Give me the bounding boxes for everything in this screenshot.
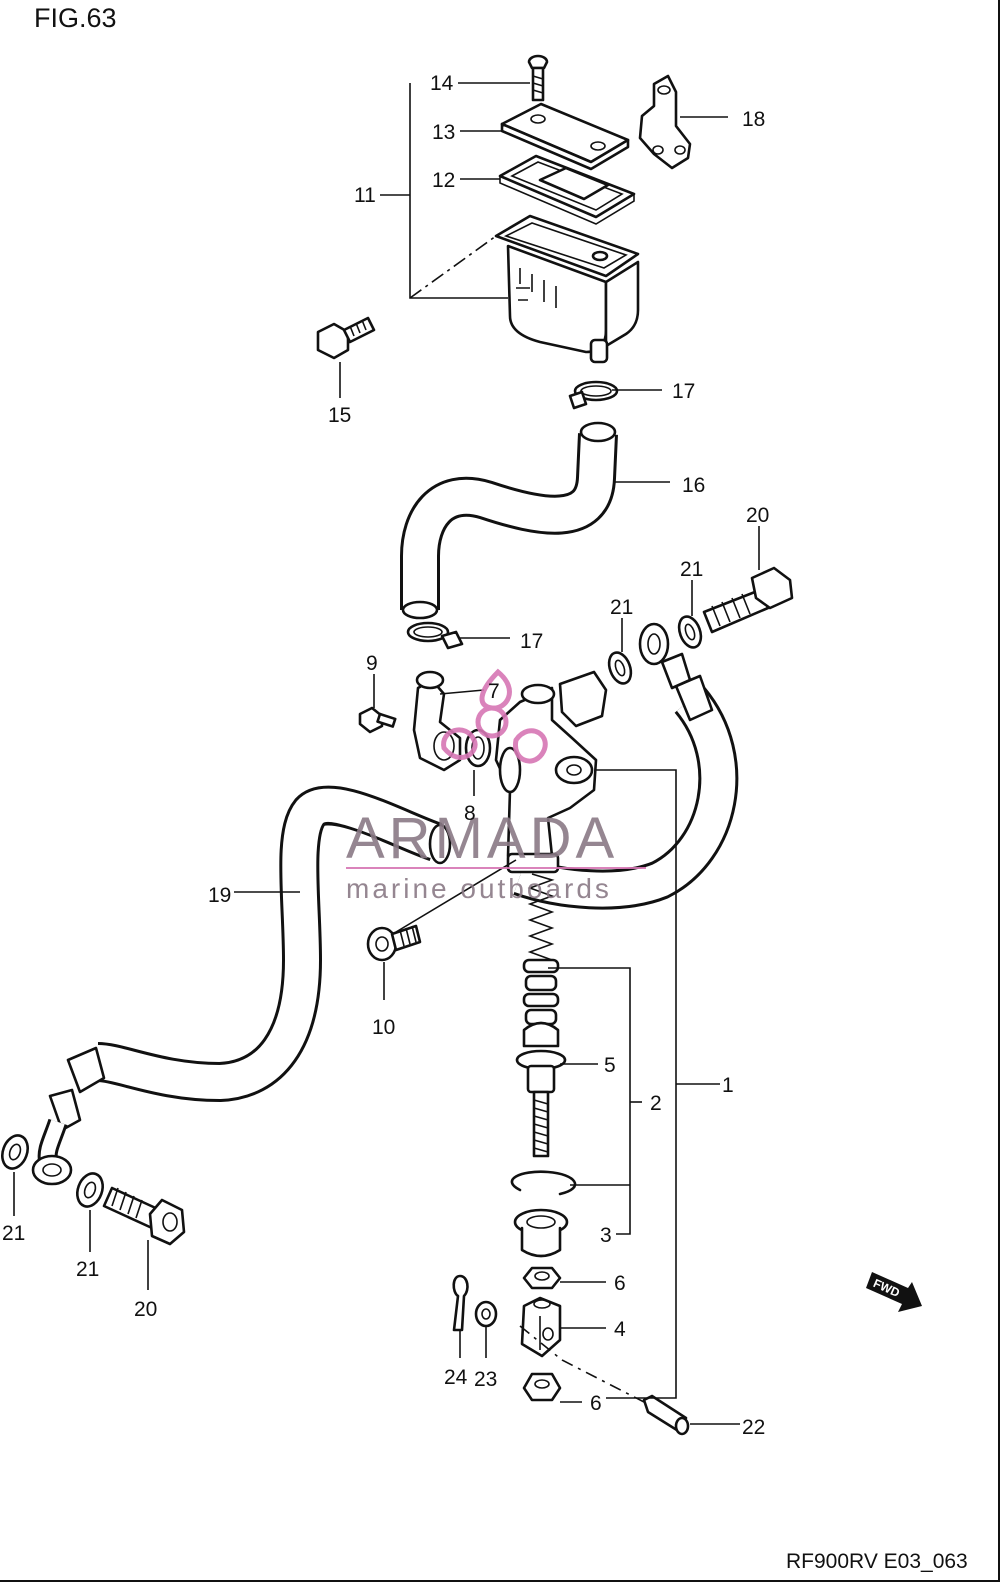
part-6-nut-lower [522,1372,562,1402]
callout-5: 5 [604,1054,616,1077]
watermark-tagline: marine outboards [346,873,612,904]
callout-11: 11 [354,184,376,207]
fwd-direction-badge: FWD [866,1272,922,1312]
part-16-hose [400,421,618,620]
part-7-elbow [412,670,462,772]
part-14-screw [527,54,549,102]
part-24-cotter-pin [452,1274,469,1332]
callout-20-lower: 20 [134,1298,157,1321]
footer-code: RF900RV E03_063 [786,1550,968,1573]
callout-3: 3 [600,1224,612,1247]
part-20-banjo-bolt-upper [621,526,794,652]
part-21-washer-b [677,615,703,649]
callout-19: 19 [208,884,231,907]
callout-21-c: 21 [2,1222,25,1245]
part-2-piston-assembly [522,873,560,1048]
part-1-master-cylinder [494,670,608,874]
callout-4: 4 [614,1318,626,1341]
callout-18: 18 [742,108,765,131]
figure-title: FIG.63 [34,3,117,33]
callout-10: 10 [372,1016,395,1039]
callout-12: 12 [432,169,455,192]
part-18-bracket [638,74,692,170]
circlip [510,1170,577,1196]
part-10-bolt [366,859,517,1000]
callout-15: 15 [328,404,351,427]
part-13-cap [500,102,630,171]
callout-24: 24 [444,1366,468,1389]
callout-8: 8 [464,802,476,825]
part-3-boot [513,1208,569,1258]
part-21-washer-d [76,1172,104,1208]
part-17-clamp-upper [568,380,619,410]
callout-23: 23 [474,1368,497,1391]
watermark-name: ARMADA [346,806,618,871]
callout-2: 2 [650,1092,662,1115]
part-5-push-rod [515,1049,567,1158]
part-6-nut-upper [522,1266,562,1290]
part-19-hose [31,785,452,1186]
callout-17-upper: 17 [672,380,695,403]
callout-14: 14 [430,72,454,95]
callout-21-a: 21 [680,558,703,581]
part-9-screw [358,674,397,734]
watermark-logo-icon [441,668,548,764]
callout-22: 22 [742,1416,765,1439]
part-23-washer [474,1300,498,1328]
callout-20-upper: 20 [746,504,769,527]
part-21-washer-a [607,651,633,685]
watermark: ARMADA marine outboards [346,668,646,904]
part-4-clevis [520,1296,562,1358]
hose-right-banjo [513,622,739,910]
part-22-pin [642,1394,690,1436]
callout-21-b: 21 [610,596,633,619]
callout-labels: 1 2 3 4 5 6 6 7 8 9 10 11 12 13 14 15 16… [2,72,769,1439]
callout-9: 9 [366,652,378,675]
callout-21-d: 21 [76,1258,99,1281]
callout-13: 13 [432,121,455,144]
callout-6-upper: 6 [614,1272,626,1295]
part-11-reservoir [494,214,640,364]
part-15-bolt [316,316,376,360]
reservoir-assembly [316,54,728,398]
part-20-banjo-bolt-lower [102,1186,186,1246]
callout-1: 1 [722,1074,734,1097]
callout-16: 16 [682,474,705,497]
callout-17-lower: 17 [520,630,543,653]
part-17-clamp-lower [406,621,464,650]
part-12-diaphragm [498,154,636,225]
callout-6-lower: 6 [590,1392,602,1415]
part-21-washer-c [1,1134,29,1170]
callout-7: 7 [488,680,500,703]
